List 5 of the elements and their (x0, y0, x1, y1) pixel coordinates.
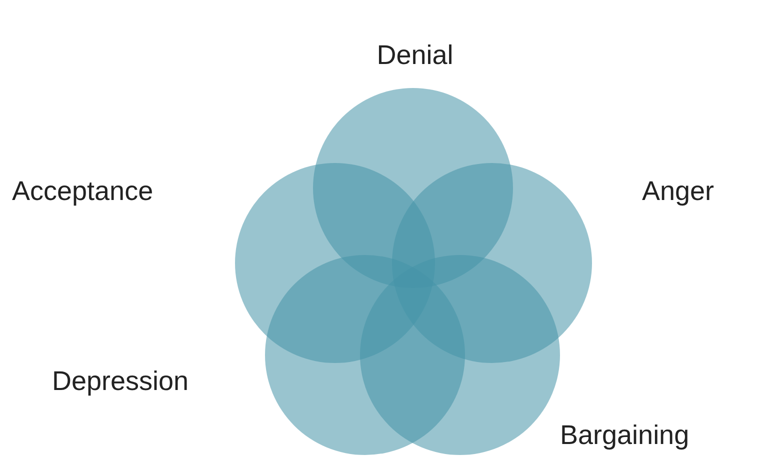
stage-label: Bargaining (560, 422, 690, 449)
stage-label: Depression (52, 368, 189, 395)
stage-label: Anger (642, 178, 714, 205)
stage-label: Acceptance (12, 178, 154, 205)
stage-label: Denial (376, 42, 454, 69)
